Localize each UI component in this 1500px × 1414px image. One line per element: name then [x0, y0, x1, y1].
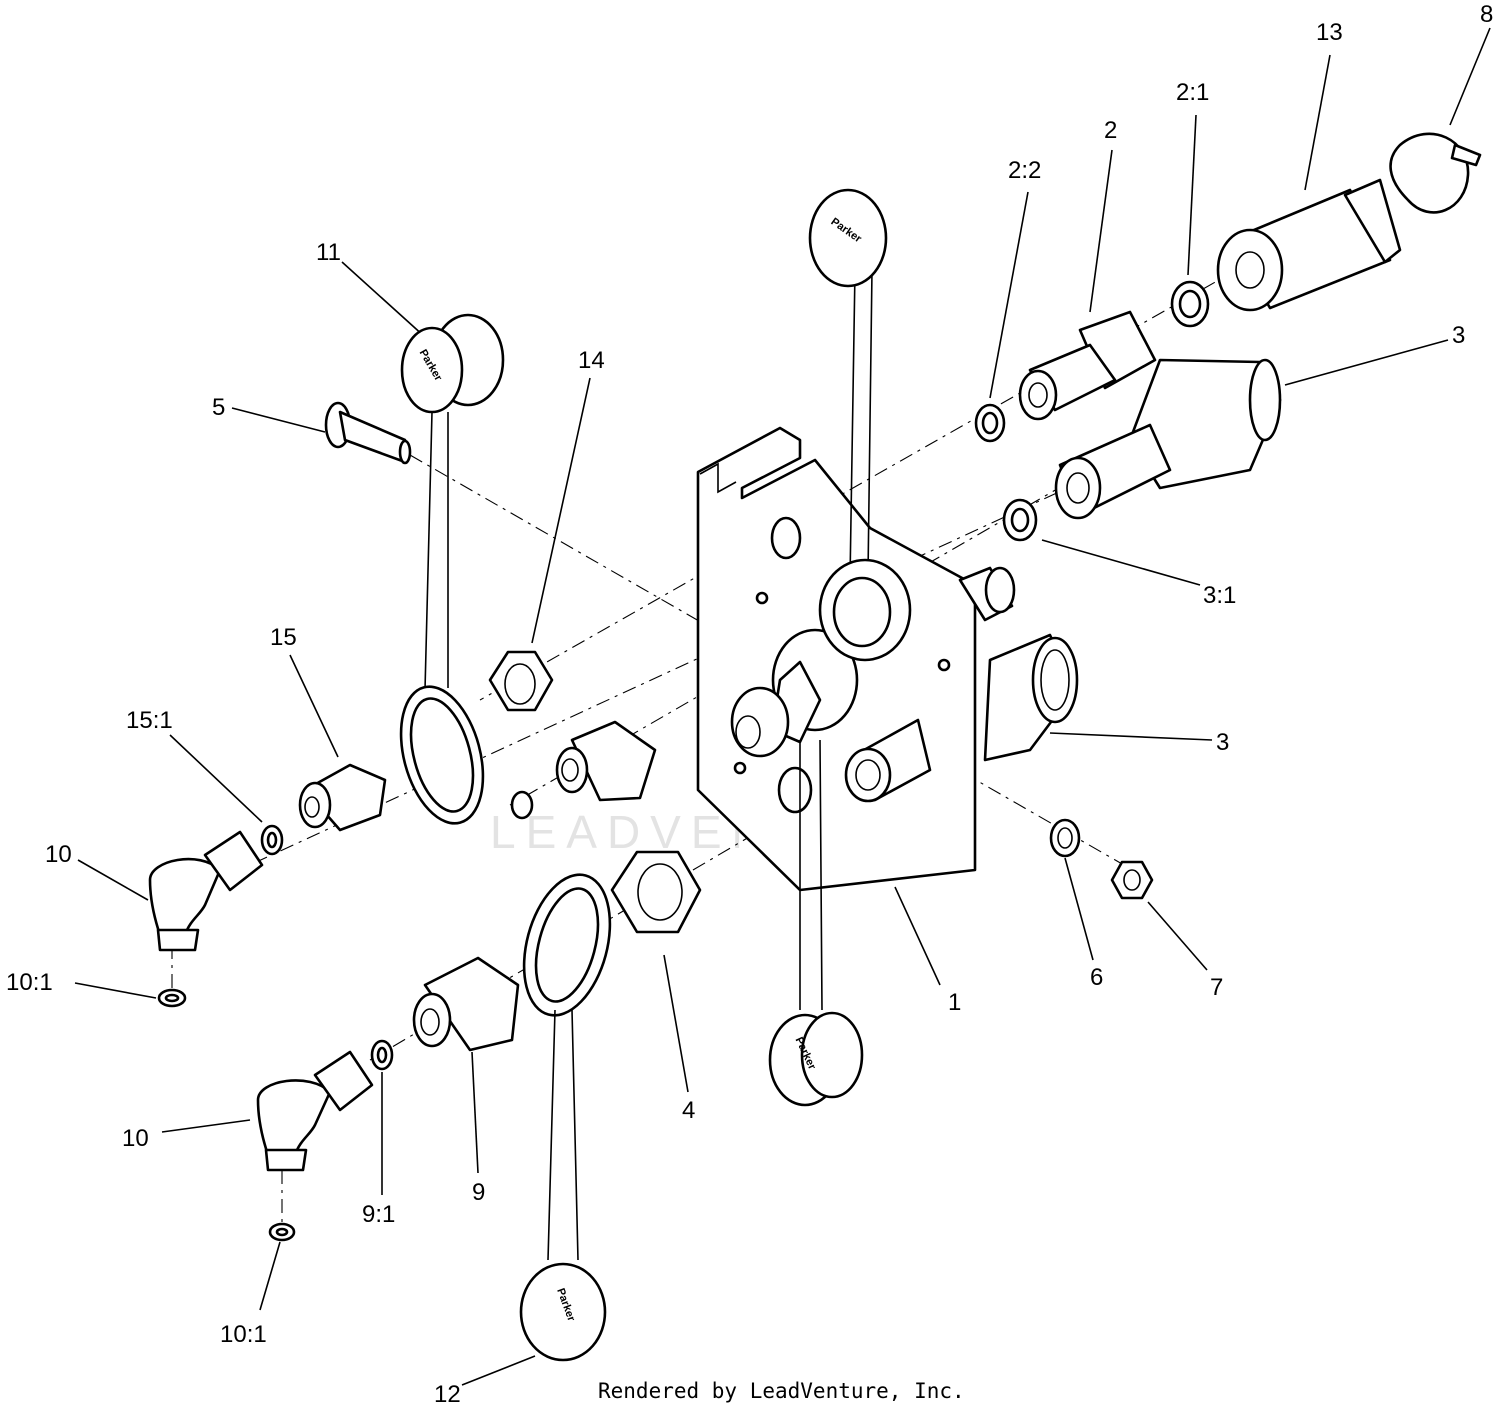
o-ring-10-1-lower: [268, 1222, 296, 1242]
callout-12[interactable]: 12: [434, 1381, 461, 1408]
callout-9-1[interactable]: 9:1: [362, 1201, 395, 1228]
coupler-3-lower: [983, 633, 1079, 762]
callout-10-1-upper[interactable]: 10:1: [6, 969, 53, 996]
callout-3-1[interactable]: 3:1: [1203, 582, 1236, 609]
callout-10-1-lower[interactable]: 10:1: [220, 1321, 267, 1348]
plate-bolt-hole-b: [937, 658, 951, 672]
plate-nipple: [844, 718, 932, 803]
callout-15[interactable]: 15: [270, 624, 297, 651]
strap-ring-8: [1389, 132, 1482, 214]
callout-labels: 8 13 2:1 2 2:2 3 3:1 3 11 5 14 15 15:1 1…: [6, 1, 1493, 1408]
plate-bulkhead-fitting: [730, 628, 859, 758]
leader-6: [1064, 857, 1094, 961]
leader-3-top: [1284, 339, 1449, 386]
leader-4: [663, 954, 689, 1093]
leader-15: [289, 654, 339, 758]
o-ring-15-1: [260, 824, 284, 856]
leader-2-1: [1187, 114, 1197, 276]
plate-slot: [699, 462, 737, 494]
lock-washer-6: [1049, 818, 1081, 858]
leader-10-bottom: [161, 1119, 251, 1133]
leader-10-1-top: [74, 982, 157, 999]
callout-5[interactable]: 5: [212, 394, 225, 421]
o-ring-center: [510, 790, 534, 820]
leader-1: [894, 886, 941, 986]
o-ring-10-1-upper: [157, 988, 187, 1008]
bolt-5: [324, 401, 412, 465]
callout-2-2[interactable]: 2:2: [1008, 157, 1041, 184]
leader-9: [471, 1051, 479, 1174]
callout-1[interactable]: 1: [948, 989, 961, 1016]
callout-2-1[interactable]: 2:1: [1176, 79, 1209, 106]
callout-3-lower[interactable]: 3: [1216, 729, 1229, 756]
leader-5: [231, 407, 326, 433]
leader-15-1: [169, 734, 263, 823]
callout-6[interactable]: 6: [1090, 964, 1103, 991]
leader-12: [461, 1355, 536, 1386]
callout-14[interactable]: 14: [578, 347, 605, 374]
footer-credit: Rendered by LeadVenture, Inc.: [598, 1379, 965, 1403]
dust-cap-12: Parker: [519, 873, 612, 1362]
adapter-2: [1018, 310, 1157, 421]
o-ring-3-1: [1002, 498, 1038, 542]
o-ring-9-1: [370, 1039, 394, 1071]
leader-3-1: [1041, 539, 1201, 586]
coupler-3-upper: [1054, 358, 1282, 520]
adapter-15: [298, 763, 387, 832]
dust-cap-upper: Parker: [808, 188, 912, 662]
elbow-10-lower: [256, 1050, 374, 1172]
dust-cap-lower: Parker: [768, 739, 864, 1107]
callout-7[interactable]: 7: [1210, 974, 1223, 1001]
callout-10-upper[interactable]: 10: [45, 841, 72, 868]
leader-2: [1089, 149, 1113, 313]
leader-13: [1304, 54, 1331, 191]
callout-2[interactable]: 2: [1104, 117, 1117, 144]
plate-hole-upper: [770, 516, 802, 560]
leader-2-2: [989, 191, 1029, 399]
center-fitting: [555, 720, 657, 802]
leader-14: [531, 377, 591, 644]
callout-10-lower[interactable]: 10: [122, 1125, 149, 1152]
callout-8[interactable]: 8: [1480, 1, 1493, 28]
leader-7: [1147, 901, 1208, 971]
leader-10-top: [77, 859, 149, 901]
plate-hole-lower: [777, 766, 813, 814]
leader-8: [1449, 27, 1491, 126]
callout-13[interactable]: 13: [1316, 19, 1343, 46]
rear-coupler-upper: [958, 566, 1016, 622]
elbow-10-upper: [148, 830, 264, 952]
leader-lines: [74, 27, 1491, 1386]
callout-11[interactable]: 11: [316, 239, 341, 266]
fitting-9: [412, 956, 520, 1052]
callout-15-1[interactable]: 15:1: [126, 707, 173, 734]
callout-4[interactable]: 4: [682, 1097, 695, 1124]
plate-bolt-hole-a: [755, 591, 769, 605]
nut-7: [1110, 860, 1154, 900]
hex-nut-14: [488, 650, 554, 712]
hex-nut-4: [610, 850, 702, 934]
dust-cap-11: Parker: [399, 313, 505, 825]
leader-10-1-bottom: [259, 1241, 281, 1311]
o-ring-2-1: [1170, 280, 1210, 328]
leader-11: [341, 261, 426, 338]
leader-3-bottom: [1049, 732, 1213, 741]
quick-coupler-13: [1216, 178, 1402, 312]
callout-9[interactable]: 9: [472, 1179, 485, 1206]
dust-cap-upper-head: [808, 188, 888, 288]
callout-3-upper[interactable]: 3: [1452, 322, 1465, 349]
plate-bolt-hole-c: [733, 761, 747, 775]
o-ring-2-2: [974, 403, 1006, 443]
